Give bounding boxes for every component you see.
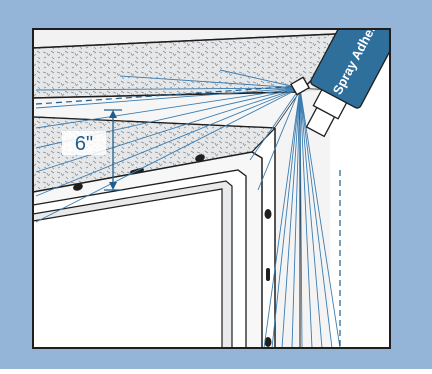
measurement-arrow [104,109,122,191]
fasteners [73,154,272,347]
window-glass [33,188,223,348]
measurement-label: 6" [75,133,93,155]
inner-border [32,28,391,349]
fastener-5 [266,268,270,281]
can-body [310,29,390,109]
spray-nozzle [290,76,310,96]
fastener-3 [195,154,205,162]
fastener-4 [264,209,272,219]
fastener-6 [264,337,272,347]
fastener-1 [73,183,83,191]
dashed-guides [35,85,341,348]
